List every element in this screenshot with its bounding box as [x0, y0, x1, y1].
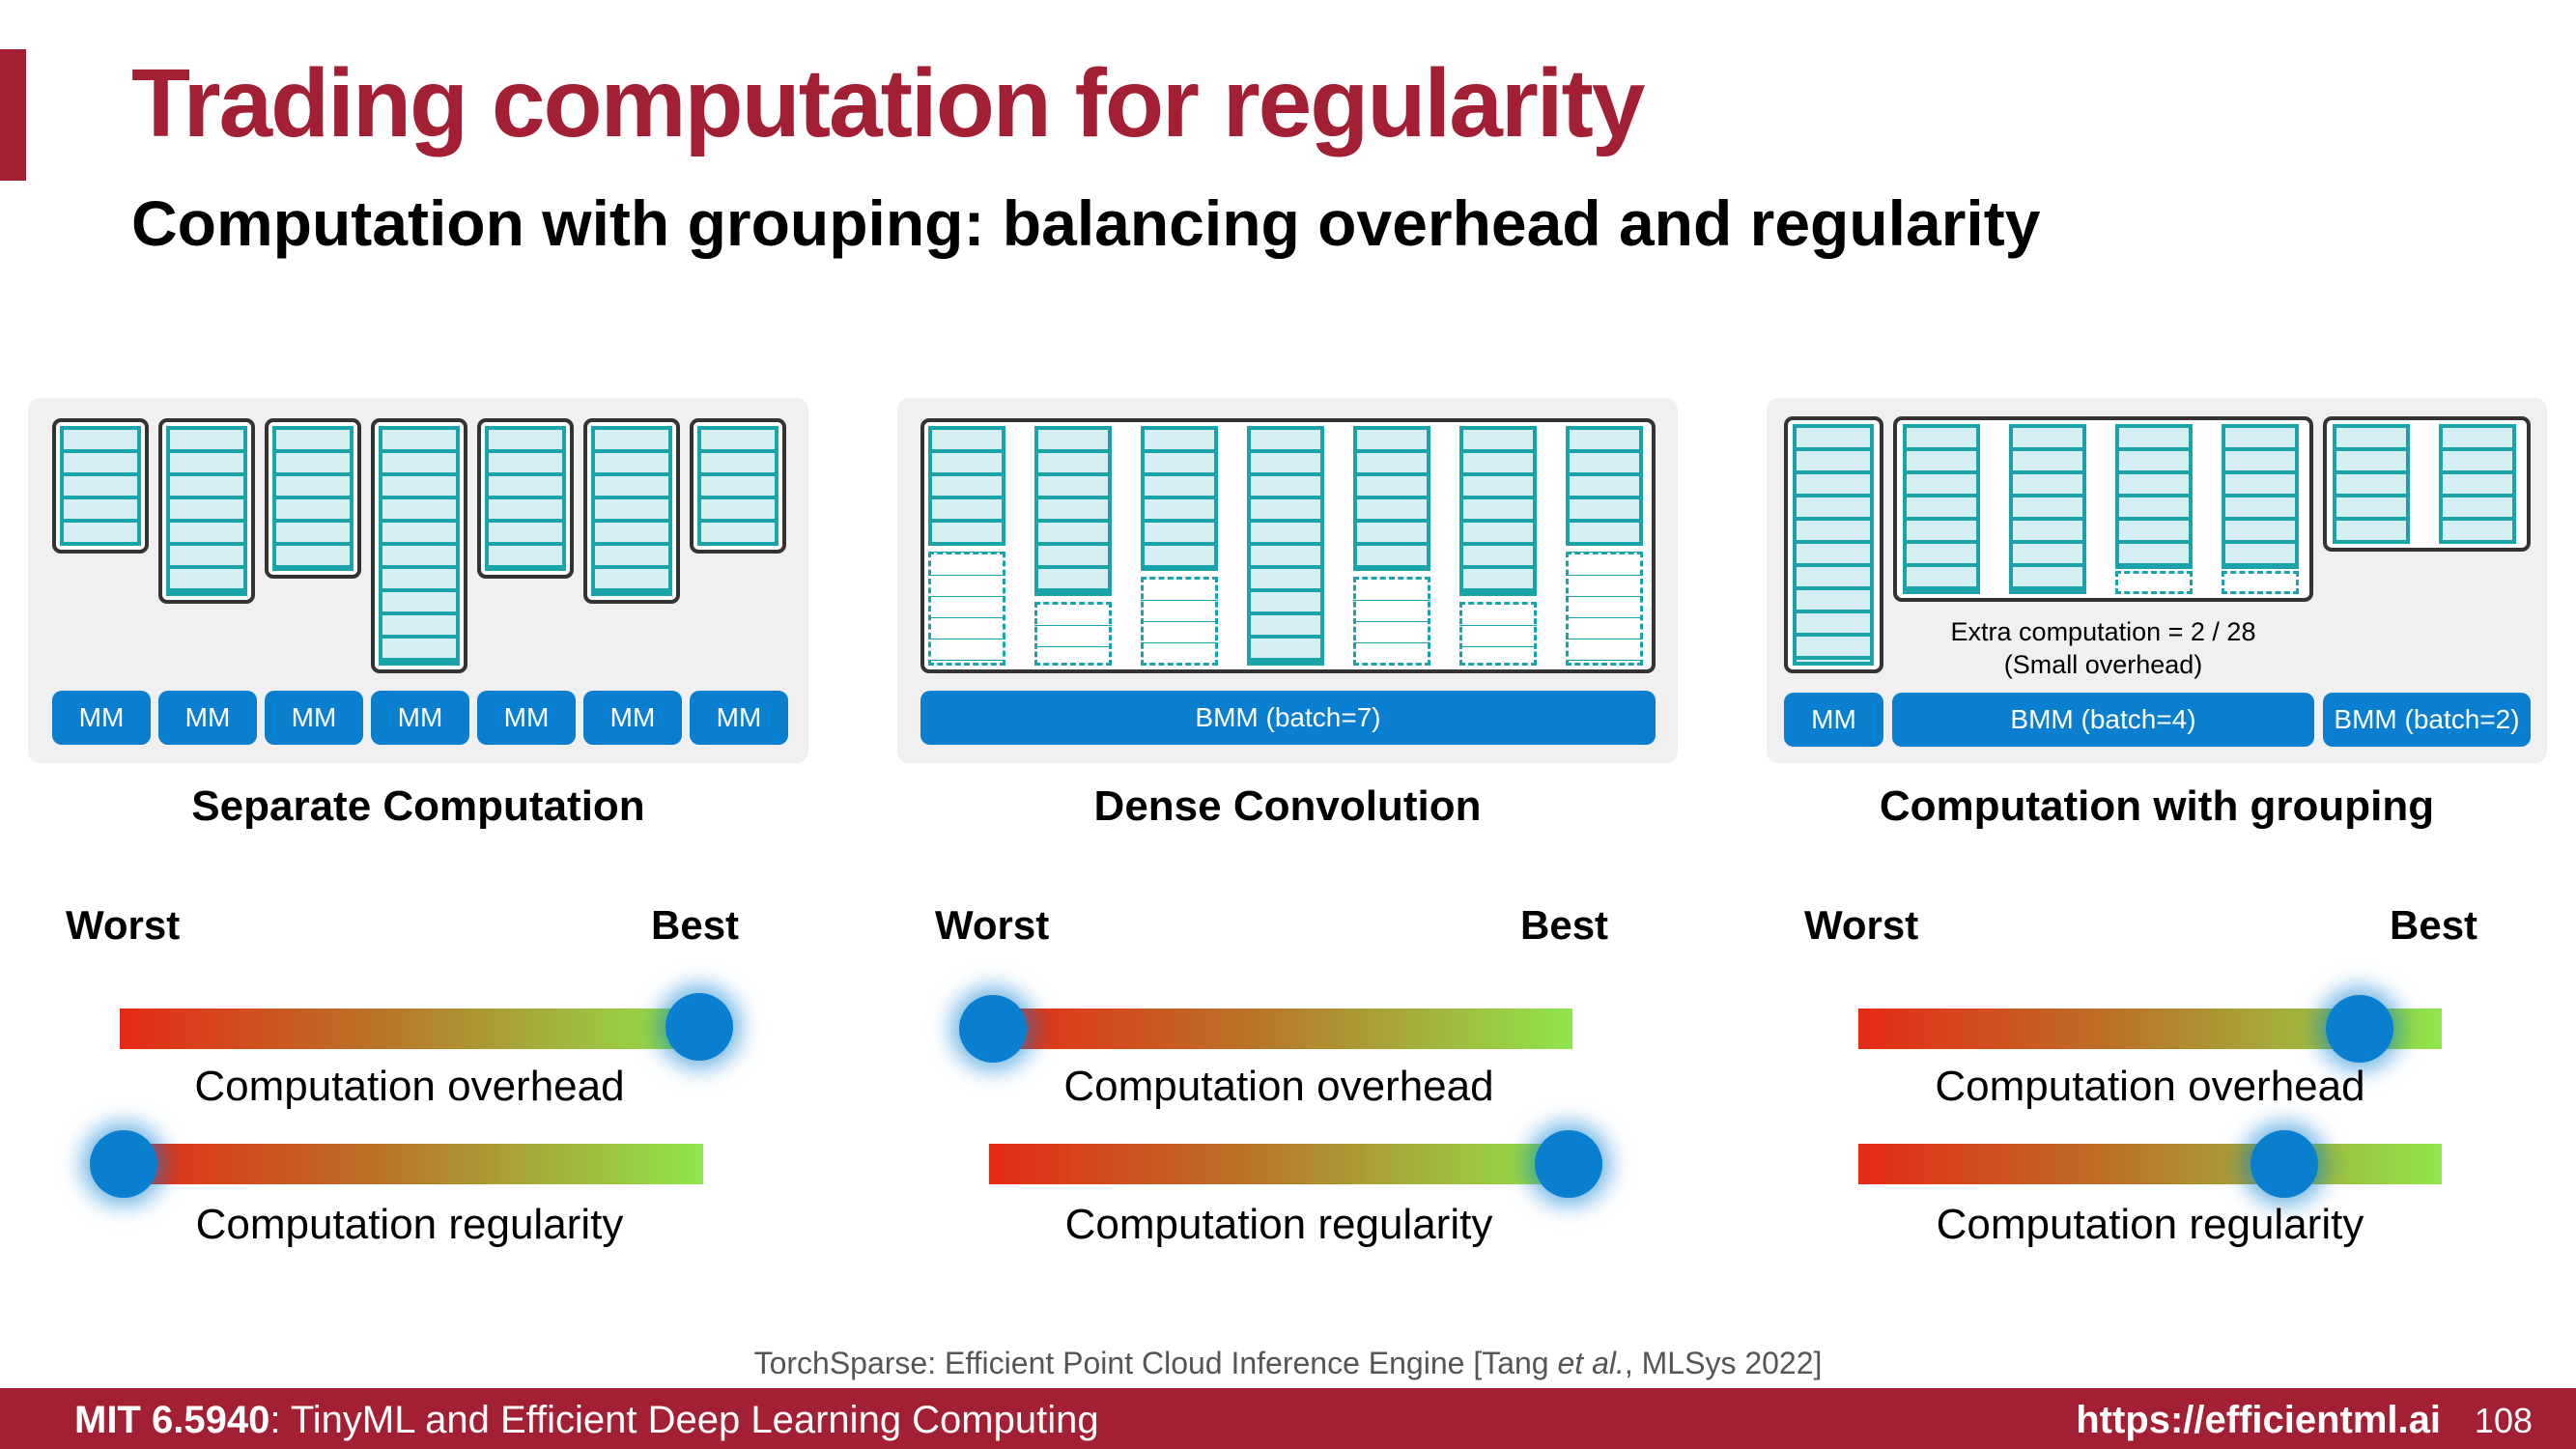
matrix-column	[60, 426, 141, 546]
regularity-label: Computation regularity	[1936, 1201, 2364, 1248]
regularity-slider-knob	[1535, 1130, 1602, 1198]
slide-title: Trading computation for regularity	[131, 49, 1645, 157]
matrix-column	[2222, 424, 2299, 569]
best-label: Best	[651, 902, 740, 948]
worst-label: Worst	[1804, 902, 1919, 948]
regularity-label: Computation regularity	[1064, 1201, 1493, 1248]
matrix-column	[1247, 426, 1324, 666]
matrix-column	[2333, 424, 2410, 544]
padding-column	[1566, 552, 1643, 666]
footer-url-link[interactable]: https://efficientml.ai	[2076, 1399, 2441, 1441]
matrix-column	[697, 426, 778, 546]
matrix-column	[2439, 424, 2516, 544]
mm-label: MM	[690, 691, 788, 745]
padding-column	[1459, 602, 1537, 666]
overhead-slider-knob	[2326, 995, 2394, 1063]
matrix-column	[1903, 424, 1980, 594]
matrix-column	[1141, 426, 1218, 571]
separate-computation-caption: Separate Computation	[191, 782, 645, 830]
mm-label: MM	[158, 691, 257, 745]
overhead-label: Computation overhead	[1935, 1063, 2365, 1110]
padding-column	[2222, 571, 2299, 594]
matrix-column	[485, 426, 566, 571]
course-name: : TinyML and Efficient Deep Learning Com…	[269, 1399, 1099, 1441]
mm-label: MM	[583, 691, 682, 745]
regularity-gradient-bar	[989, 1144, 1569, 1184]
overhead-label: Computation overhead	[1063, 1063, 1494, 1110]
page-number: 108	[2474, 1401, 2533, 1440]
small-overhead-text: (Small overhead)	[2003, 649, 2203, 679]
matrix-column	[1353, 426, 1430, 571]
bmm-batch2-label: BMM (batch=2)	[2323, 693, 2531, 747]
matrix-column	[379, 426, 460, 666]
padding-column	[1141, 577, 1218, 666]
regularity-slider-knob	[90, 1130, 157, 1198]
matrix-column	[2009, 424, 2086, 594]
mm-label: MM	[1784, 693, 1883, 747]
matrix-column	[1793, 424, 1874, 666]
matrix-column	[166, 426, 247, 596]
grouping-caption: Computation with grouping	[1879, 782, 2435, 830]
extra-computation-text: Extra computation = 2 / 28	[1950, 617, 2256, 646]
overhead-label: Computation overhead	[194, 1063, 625, 1110]
mm-label: MM	[477, 691, 576, 745]
worst-label: Worst	[66, 902, 181, 948]
extra-computation-note: Extra computation = 2 / 28 (Small overhe…	[1893, 616, 2313, 682]
overhead-gradient-bar	[993, 1009, 1572, 1049]
best-label: Best	[2390, 902, 2478, 948]
matrix-column	[2115, 424, 2193, 569]
footer-course: MIT 6.5940: TinyML and Efficient Deep Le…	[74, 1399, 1099, 1442]
matrix-column	[1459, 426, 1537, 596]
mm-label: MM	[52, 691, 151, 745]
padding-column	[928, 552, 1005, 666]
citation-venue: , MLSys 2022]	[1624, 1346, 1823, 1380]
citation: TorchSparse: Efficient Point Cloud Infer…	[0, 1346, 2576, 1381]
matrix-column	[928, 426, 1005, 546]
overhead-slider-knob	[665, 993, 733, 1061]
citation-text: TorchSparse: Efficient Point Cloud Infer…	[753, 1346, 1558, 1380]
title-accent-bar	[0, 49, 26, 181]
regularity-slider-knob	[2250, 1130, 2318, 1198]
bmm-batch7-label: BMM (batch=7)	[920, 691, 1656, 745]
mm-label: MM	[371, 691, 469, 745]
overhead-slider-knob	[959, 995, 1027, 1063]
dense-convolution-caption: Dense Convolution	[1093, 782, 1482, 830]
best-label: Best	[1520, 902, 1609, 948]
matrix-column	[1034, 426, 1112, 596]
padding-column	[1034, 602, 1112, 666]
matrix-column	[1566, 426, 1643, 546]
citation-et-al: et al.	[1557, 1346, 1625, 1380]
matrix-column	[272, 426, 354, 571]
matrix-column	[591, 426, 672, 596]
slide-subtitle: Computation with grouping: balancing ove…	[131, 187, 2041, 259]
footer-bar: MIT 6.5940: TinyML and Efficient Deep Le…	[0, 1388, 2576, 1449]
course-number: MIT 6.5940	[74, 1399, 270, 1441]
regularity-gradient-bar	[1858, 1144, 2442, 1184]
overhead-gradient-bar	[120, 1009, 699, 1049]
worst-label: Worst	[935, 902, 1050, 948]
padding-column	[2115, 571, 2193, 594]
padding-column	[1353, 577, 1430, 666]
regularity-gradient-bar	[124, 1144, 703, 1184]
bmm-batch4-label: BMM (batch=4)	[1892, 693, 2314, 747]
mm-label: MM	[265, 691, 363, 745]
regularity-label: Computation regularity	[195, 1201, 624, 1248]
